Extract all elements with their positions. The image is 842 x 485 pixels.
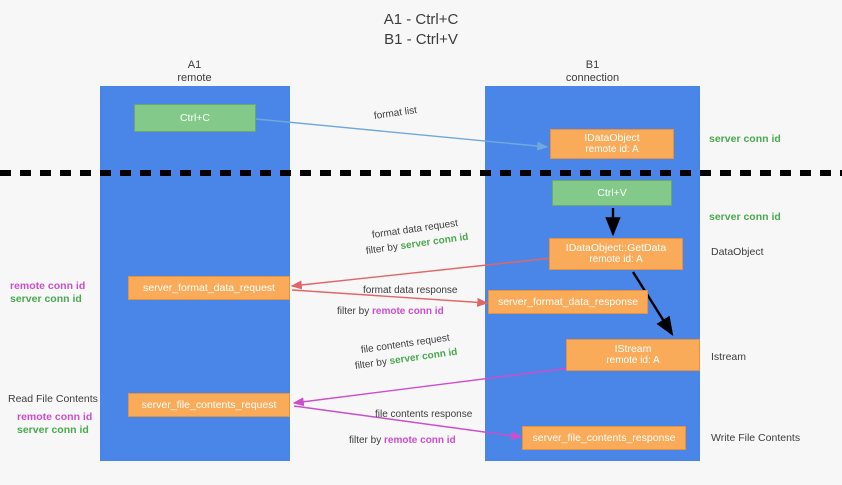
filter-prefix-3: filter by: [354, 356, 391, 372]
diagram-title: A1 - Ctrl+C B1 - Ctrl+V: [0, 10, 842, 50]
box-server-file-contents-request-label: server_file_contents_request: [141, 398, 277, 411]
lane-a1-name: A1: [187, 59, 202, 71]
lane-a1-sub: remote: [177, 72, 212, 84]
edge-label-format-data-response-filter: filter by remote conn id: [337, 305, 444, 318]
edge-label-format-data-response: format data response: [363, 285, 458, 296]
annotation-left-low-server-conn-id: server conn id: [17, 424, 89, 436]
box-server-format-data-response[interactable]: server_format_data_response: [488, 290, 648, 314]
title-line-2: B1 - Ctrl+V: [384, 31, 458, 48]
annotation-right-server-conn-id-mid: server conn id: [709, 211, 781, 223]
box-server-file-contents-request[interactable]: server_file_contents_request: [128, 393, 290, 417]
annotation-read-file-contents: Read File Contents: [8, 393, 98, 405]
box-server-file-contents-response[interactable]: server_file_contents_response: [522, 426, 686, 450]
annotation-right-server-conn-id-top: server conn id: [709, 133, 781, 145]
filter-prefix-1: filter by: [365, 241, 402, 257]
lane-b1-name: B1: [585, 59, 600, 71]
box-istream-line1: IStream: [614, 342, 652, 355]
lane-b1-sub: connection: [565, 72, 620, 84]
box-idataobject-line1: IDataObject: [584, 131, 640, 144]
filter-prefix-2: filter by: [337, 306, 373, 317]
filter-prefix-4: filter by: [349, 435, 385, 446]
edge-label-format-list: format list: [373, 105, 418, 122]
box-getdata[interactable]: IDataObject::GetData remote id: A: [549, 238, 683, 270]
edge-label-file-contents-response-filter: filter by remote conn id: [349, 434, 456, 447]
annotation-left-low-remote-conn-id: remote conn id: [17, 411, 93, 423]
lane-header-b1: B1 connection: [530, 59, 655, 85]
annotation-right-istream: Istream: [711, 351, 747, 363]
box-ctrl-c-label: Ctrl+C: [179, 111, 211, 124]
annotation-right-dataobject: DataObject: [711, 246, 764, 258]
edge-label-file-contents-response: file contents response: [375, 409, 473, 420]
annotation-left-mid-remote-conn-id: remote conn id: [10, 280, 86, 292]
box-getdata-line1: IDataObject::GetData: [565, 241, 667, 254]
title-line-1: A1 - Ctrl+C: [383, 11, 459, 28]
box-ctrl-v[interactable]: Ctrl+V: [552, 180, 672, 206]
box-server-format-data-response-label: server_format_data_response: [497, 295, 639, 308]
box-ctrl-v-label: Ctrl+V: [597, 186, 627, 199]
box-getdata-line2: remote id: A: [589, 254, 643, 265]
annotation-left-mid-server-conn-id: server conn id: [10, 293, 82, 305]
annotation-right-write-file-contents: Write File Contents: [711, 432, 801, 444]
box-ctrl-c[interactable]: Ctrl+C: [134, 104, 256, 132]
box-idataobject-line2: remote id: A: [585, 144, 639, 155]
filter-value-2: remote conn id: [372, 306, 444, 317]
box-istream-line2: remote id: A: [606, 355, 660, 366]
box-idataobject[interactable]: IDataObject remote id: A: [550, 129, 674, 159]
filter-value-4: remote conn id: [384, 435, 456, 446]
box-server-format-data-request-label: server_format_data_request: [143, 281, 275, 294]
box-istream[interactable]: IStream remote id: A: [566, 339, 700, 371]
lane-header-a1: A1 remote: [132, 59, 257, 85]
box-server-format-data-request[interactable]: server_format_data_request: [128, 276, 290, 300]
box-server-file-contents-response-label: server_file_contents_response: [532, 431, 676, 444]
